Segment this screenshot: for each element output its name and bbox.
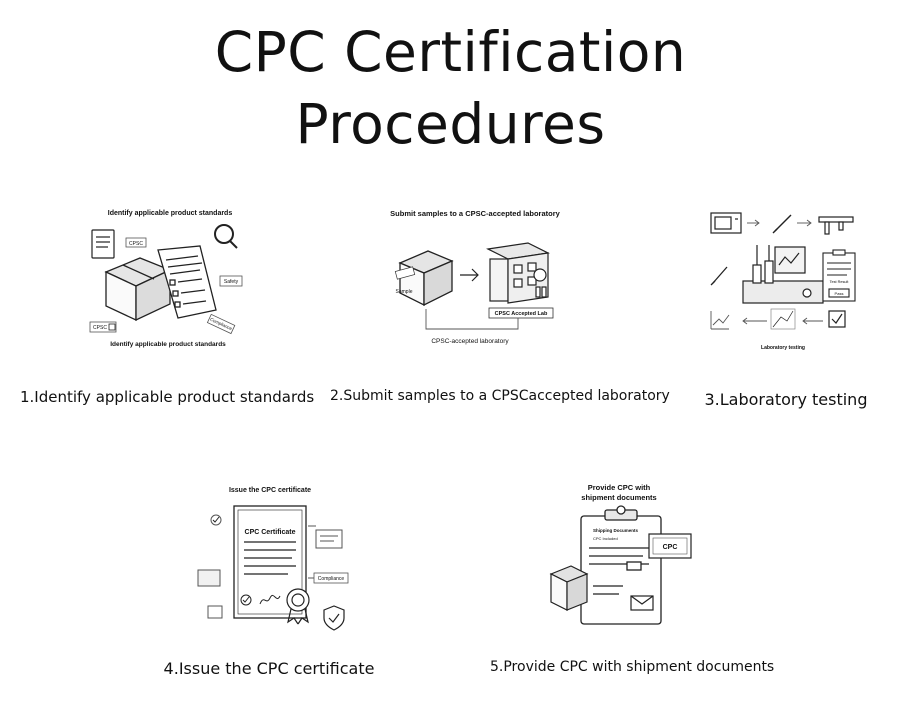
step-3-caption: 3.Laboratory testing (704, 390, 868, 409)
step-2-illustration: Submit samples to a CPSC-accepted labora… (390, 205, 560, 350)
standards-scroll-icon (157, 245, 217, 319)
tag-cpsc-top: CPSC (129, 241, 143, 247)
compliance-label: Compliance (318, 576, 345, 582)
step-4-heading: Issue the CPC certificate (229, 487, 311, 494)
shipping-doc-title: Shipping Documents (593, 528, 638, 533)
shipping-doc-sub: CPC Included (593, 536, 618, 541)
step-2-heading: Submit samples to a CPSC-accepted labora… (390, 209, 560, 218)
graph-paper-icon (770, 308, 796, 330)
box-icon (549, 565, 589, 611)
page-title-line2: Procedures (295, 92, 606, 156)
seal-icon (286, 588, 310, 625)
form-icon (315, 529, 343, 549)
cpc-tag: CPC (663, 544, 678, 551)
document-icon (91, 229, 115, 259)
test-result-label: Test Result (830, 280, 850, 284)
sample-box-icon (398, 250, 454, 307)
tag-cpsc-bottom: CPSC (93, 325, 107, 331)
step-5-heading-1: Provide CPC with (588, 483, 651, 492)
signature-icon (259, 594, 281, 605)
caliper-icon (818, 216, 854, 235)
certificate-icon (233, 505, 307, 619)
laboratory-building-icon (486, 242, 550, 304)
step-4-caption: 4.Issue the CPC certificate (163, 659, 375, 678)
step-5-illustration: Provide CPC with shipment documents Ship… (545, 478, 705, 638)
folder-icon (197, 569, 221, 587)
checkbox-icon (828, 310, 846, 328)
chart-icon (710, 311, 730, 330)
certificate-title: CPC Certificate (245, 529, 296, 536)
page-title: CPC Certification Procedures (0, 16, 901, 160)
page-title-line1: CPC Certification (214, 20, 687, 84)
shield-icon (323, 605, 345, 631)
step-4-illustration: Issue the CPC certificate CPC Certificat… (190, 478, 370, 638)
step-5-heading-2: shipment documents (581, 493, 656, 502)
syringe-icon (710, 266, 728, 286)
sample-label: Sample (396, 289, 413, 295)
oven-icon (710, 212, 742, 234)
step-1-heading: Identify applicable product standards (108, 210, 233, 217)
note-icon (207, 605, 223, 619)
step-5-caption: 5.Provide CPC with shipment documents (490, 659, 775, 675)
arrow-right-icon (460, 268, 479, 282)
step-1-illustration: Identify applicable product standards CP… (78, 200, 258, 360)
step-1-caption: 1.Identify applicable product standards (20, 388, 315, 406)
testing-machine-icon (742, 245, 824, 304)
truck-icon (626, 561, 642, 571)
magnifier-icon (214, 224, 238, 249)
step-3-illustration: Test Result Pass Laboratory testing (703, 205, 863, 355)
step-2-caption: 2.Submit samples to a CPSCaccepted labor… (330, 388, 670, 404)
step-3-footer: Laboratory testing (761, 345, 805, 351)
box-icon (104, 257, 172, 322)
pass-label: Pass (835, 291, 844, 296)
step-1-footer: Identify applicable product standards (110, 341, 226, 348)
step-2-footer: CPSC-accepted laboratory (431, 338, 509, 345)
envelope-icon (630, 595, 654, 611)
pipette-icon (772, 214, 792, 234)
lab-label: CPSC Accepted Lab (495, 311, 548, 317)
test-result-clipboard-icon (822, 249, 856, 302)
tag-safety: Safety (224, 279, 239, 285)
